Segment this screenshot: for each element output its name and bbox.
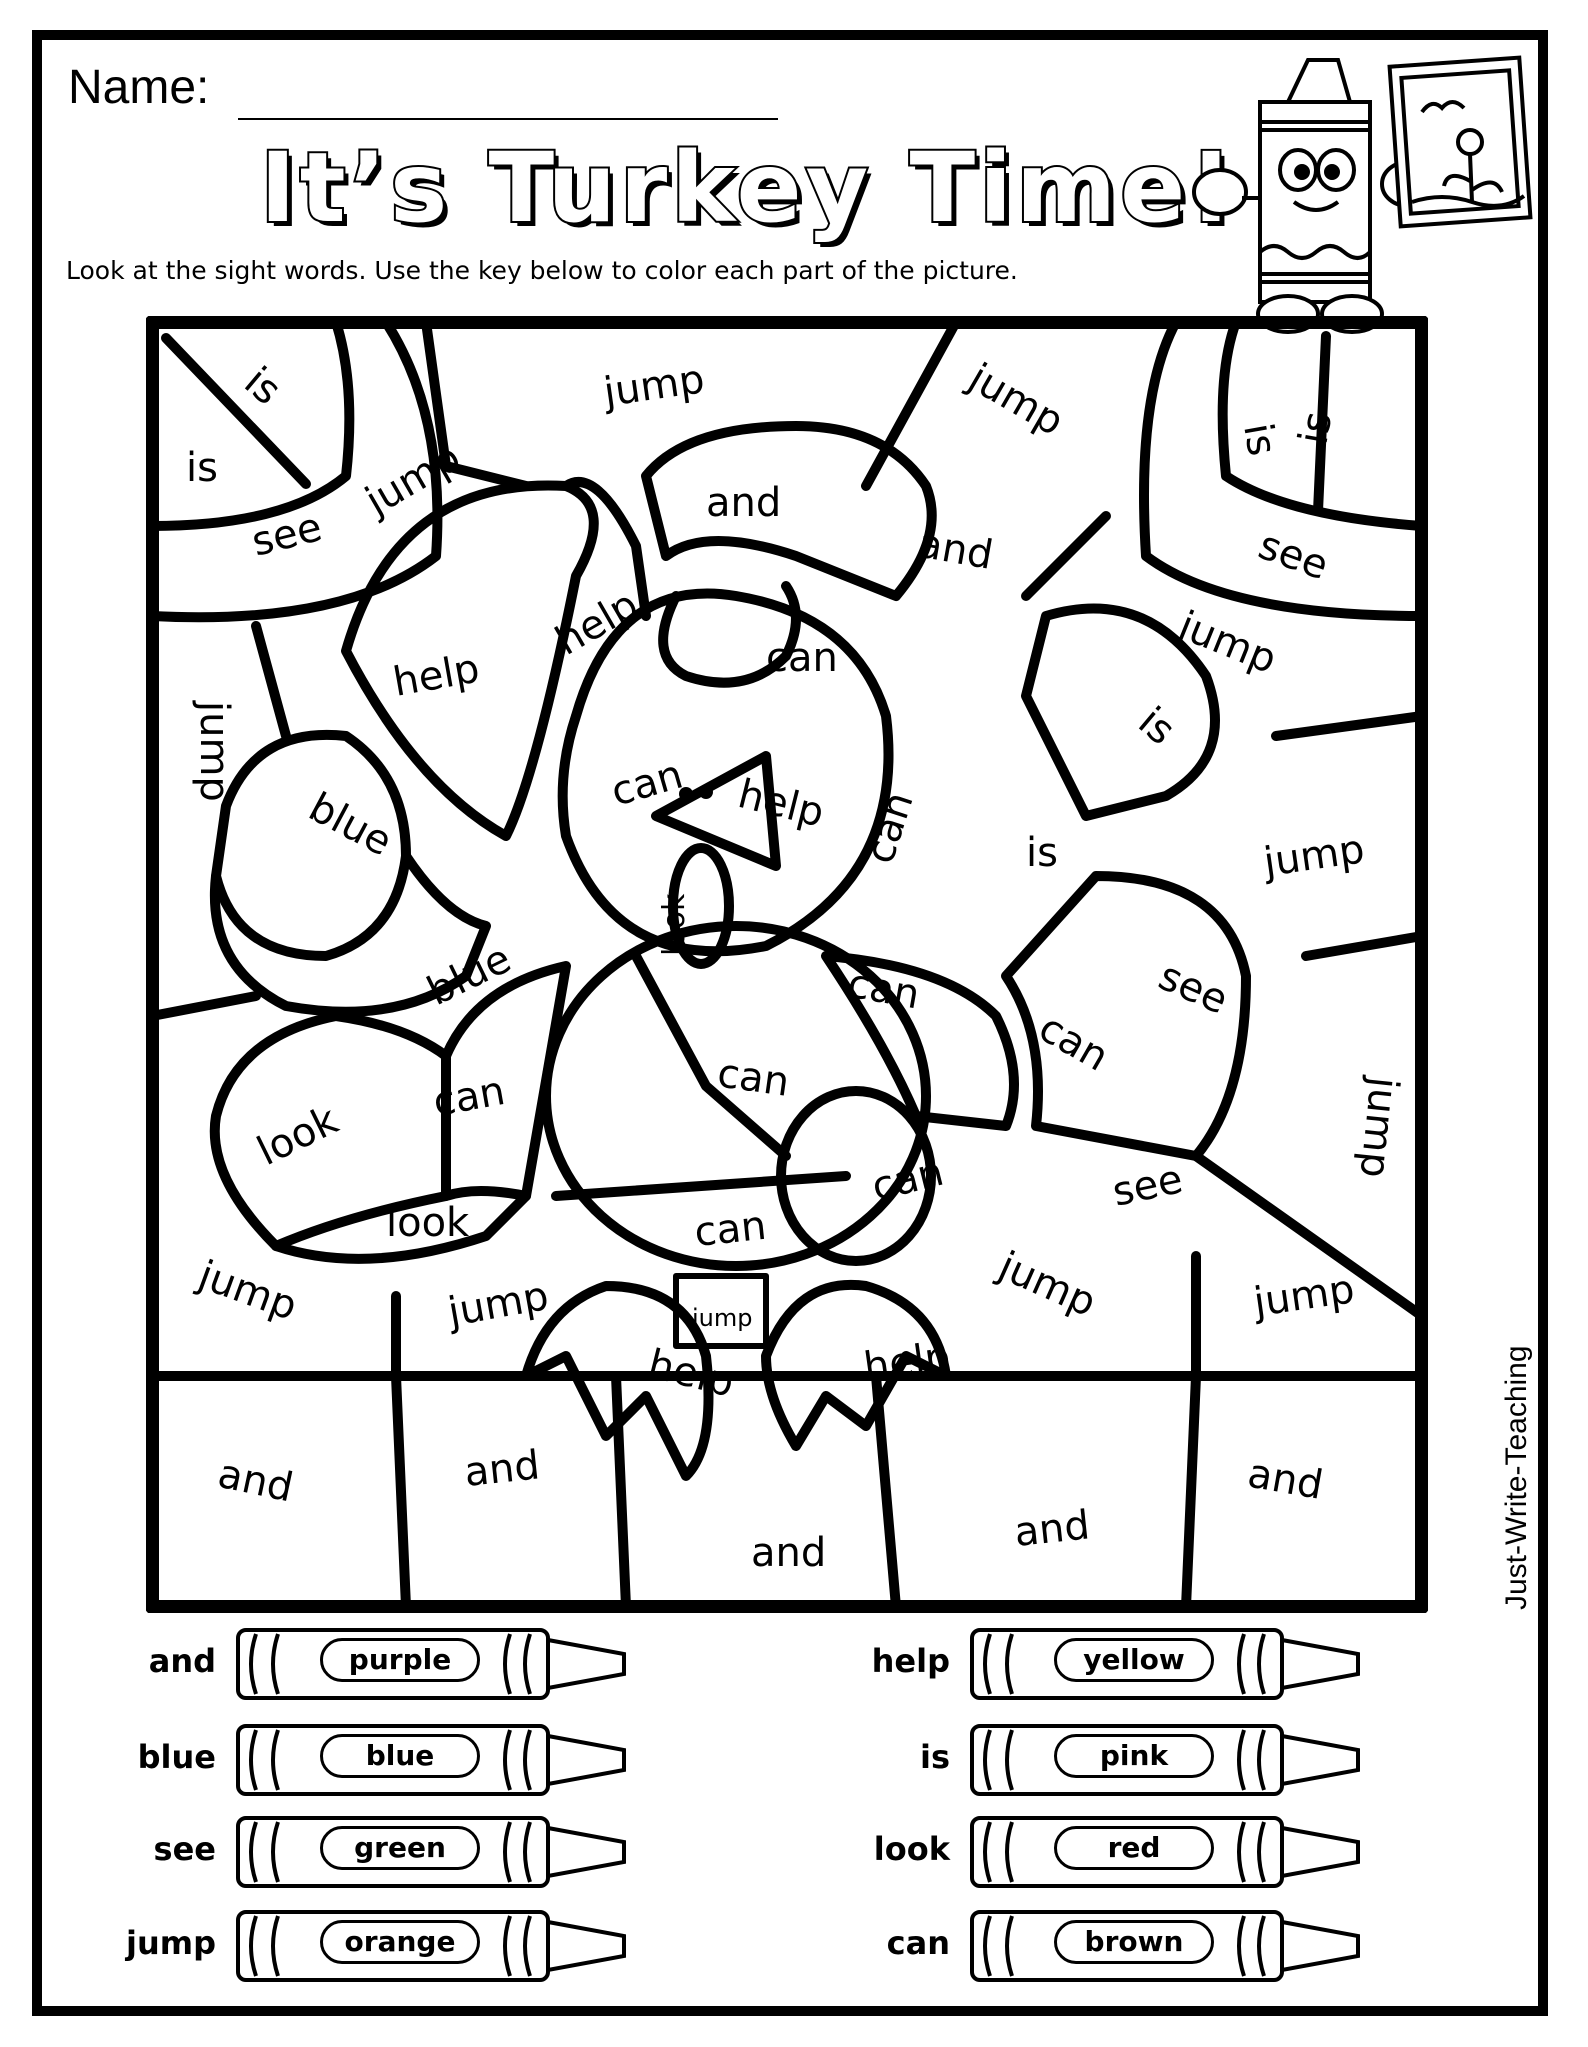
region-word: help — [548, 582, 646, 665]
crayon-color-label: yellow — [1054, 1638, 1214, 1682]
crayon-color-label: pink — [1054, 1734, 1214, 1778]
credit-text: Just-Write-Teaching — [1500, 1345, 1533, 1610]
region-word: and — [214, 1451, 297, 1512]
region-word: look — [657, 893, 692, 956]
crayon-color-label: green — [320, 1826, 480, 1870]
region-word: can — [867, 1149, 948, 1211]
crayon-icon: red — [968, 1812, 1378, 1892]
key-word: is — [919, 1738, 950, 1776]
region-word: jump — [444, 1273, 552, 1336]
region-word: jump — [991, 1243, 1103, 1326]
key-word: look — [873, 1830, 950, 1868]
region-word: jump — [1250, 1266, 1357, 1326]
region-word: look — [250, 1097, 346, 1175]
crayon-icon: orange — [234, 1906, 644, 1986]
region-word: and — [751, 1530, 826, 1576]
crayon-color-label: orange — [320, 1920, 480, 1964]
region-word: jump — [192, 1252, 303, 1330]
key-word: see — [153, 1830, 216, 1868]
crayon-icon: blue — [234, 1720, 644, 1800]
region-word: is — [236, 358, 290, 414]
region-word: and — [462, 1442, 542, 1496]
crayon-color-label: blue — [320, 1734, 480, 1778]
crayon-color-label: red — [1054, 1826, 1214, 1870]
key-word: blue — [137, 1738, 216, 1776]
region-word: is — [1234, 420, 1285, 459]
crayon-icon: purple — [234, 1624, 644, 1704]
key-word: can — [886, 1924, 950, 1962]
region-word: is — [1130, 698, 1184, 754]
page-title: It’s Turkey Time! — [258, 130, 1237, 246]
crayon-icon: green — [234, 1812, 644, 1892]
region-word: help — [861, 1333, 953, 1391]
region-word: and — [1244, 1451, 1326, 1509]
region-word: is — [1291, 408, 1342, 447]
name-blank-line — [238, 118, 778, 120]
region-word: see — [1253, 522, 1335, 589]
region-word: jump — [960, 354, 1071, 445]
region-word: blue — [420, 936, 518, 1015]
region-word: help — [734, 771, 829, 837]
page-border — [32, 30, 1548, 2016]
name-label: Name: — [68, 61, 210, 114]
region-word: jump — [191, 700, 237, 802]
region-word: jump — [1351, 1074, 1407, 1180]
region-word: help — [644, 1341, 739, 1407]
region-word: can — [692, 1203, 768, 1256]
region-word: can — [857, 787, 923, 870]
region-word: can — [715, 1050, 793, 1106]
key-word: and — [148, 1642, 216, 1680]
region-word: blue — [301, 784, 399, 865]
region-word: see — [1152, 953, 1235, 1024]
region-word: can — [1031, 1005, 1116, 1081]
region-word: and — [1012, 1502, 1092, 1556]
region-word: can — [766, 635, 838, 681]
region-word: jump — [691, 1304, 753, 1332]
crayon-color-label: brown — [1054, 1920, 1214, 1964]
instructions: Look at the sight words. Use the key bel… — [66, 256, 1018, 285]
crayon-icon: brown — [968, 1906, 1378, 1986]
region-word: jump — [1260, 826, 1367, 886]
crayon-color-label: purple — [320, 1638, 480, 1682]
region-word: help — [390, 646, 483, 706]
crayon-icon: pink — [968, 1720, 1378, 1800]
crayon-mascot-illustration — [1192, 55, 1533, 334]
region-word: is — [1026, 830, 1058, 876]
region-word: see — [1109, 1156, 1187, 1216]
region-word: jump — [600, 356, 707, 416]
key-word: jump — [126, 1924, 216, 1962]
region-word: and — [914, 521, 996, 579]
region-word: and — [706, 480, 781, 526]
crayon-icon: yellow — [968, 1624, 1378, 1704]
region-word: look — [386, 1200, 470, 1246]
turkey-coloring-picture: is is see jump jump jump is is see and a… — [146, 316, 1428, 1613]
key-word: help — [871, 1642, 950, 1680]
region-word: jump — [1171, 602, 1283, 683]
region-word: is — [186, 445, 218, 491]
